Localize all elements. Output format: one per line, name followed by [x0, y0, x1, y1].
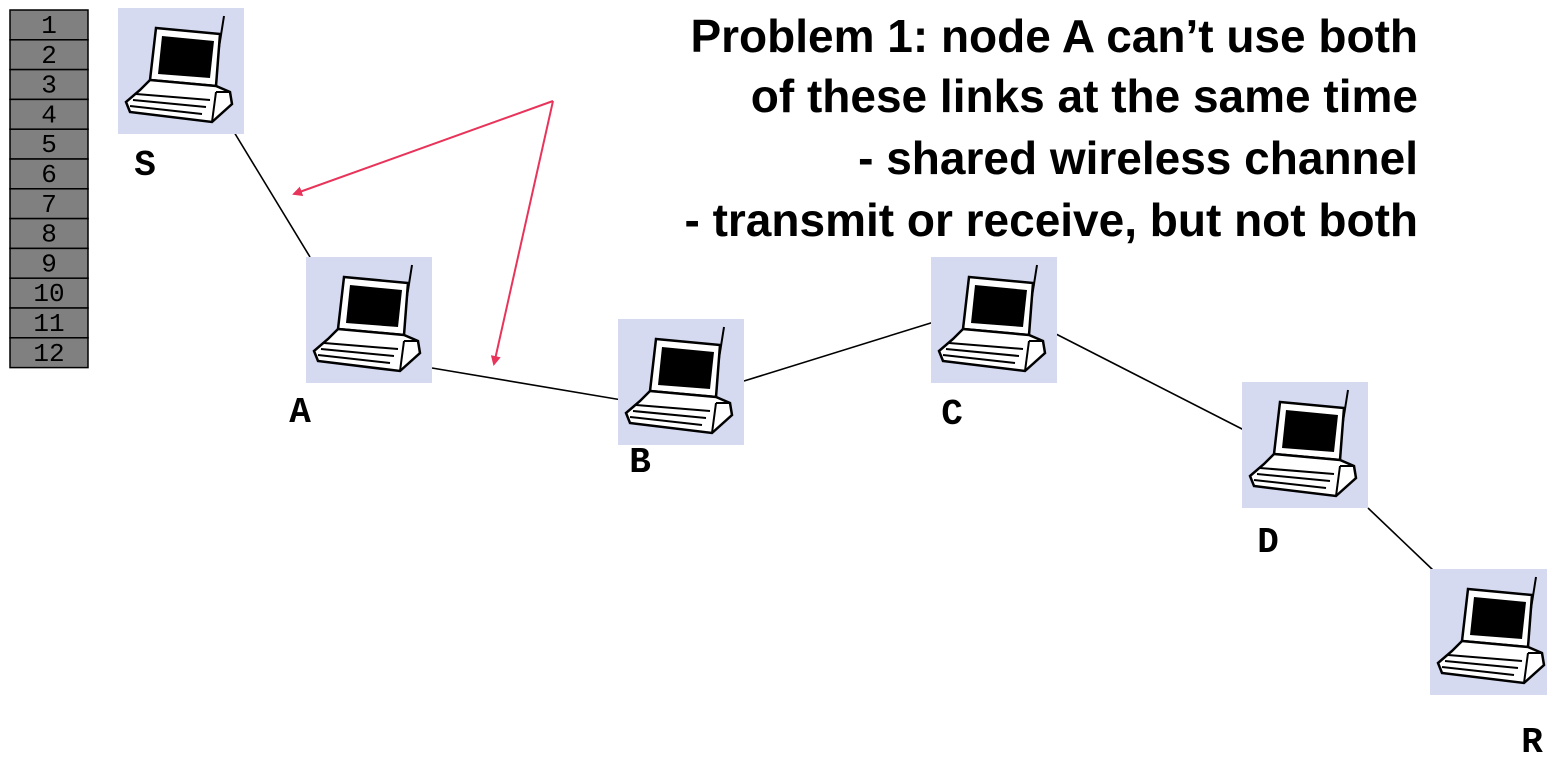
node-label-r: R — [1521, 722, 1543, 759]
problem-line-4: - transmit or receive, but not both — [684, 194, 1418, 246]
laptop-icon — [931, 257, 1057, 383]
node-r: R — [1430, 569, 1547, 759]
node-s: S — [118, 8, 244, 186]
time-slot-label: 6 — [41, 160, 57, 190]
time-slot-cell — [9, 307, 89, 339]
time-slot-label: 12 — [33, 339, 64, 369]
time-slot-cell — [9, 277, 89, 309]
laptop-icon — [1430, 569, 1547, 695]
time-slot-label: 10 — [33, 279, 64, 309]
problem-arrows — [292, 100, 554, 366]
link-d-r — [1367, 507, 1435, 572]
time-slot-label: 5 — [41, 130, 57, 160]
node-c: C — [931, 257, 1057, 435]
laptop-icon — [618, 319, 744, 445]
arrow-to-link-s-a — [292, 100, 554, 197]
time-slot-cell — [9, 9, 89, 41]
node-label-a: A — [289, 392, 311, 433]
node-label-c: C — [941, 394, 963, 435]
arrow-to-link-a-b — [490, 100, 554, 366]
laptop-icon — [118, 8, 244, 134]
time-slot-label: 8 — [41, 220, 57, 250]
time-slot-cell — [9, 337, 89, 369]
problem-line-3: - shared wireless channel — [858, 132, 1418, 184]
time-slot-cell — [9, 158, 89, 190]
node-a: A — [289, 257, 432, 433]
laptop-icon — [1242, 382, 1368, 508]
node-b: B — [618, 319, 744, 483]
problem-line-2: of these links at the same time — [751, 70, 1418, 122]
problem-statement: Problem 1: node A can’t use both of thes… — [684, 10, 1418, 246]
time-slot-label: 2 — [41, 41, 57, 71]
time-slot-cell — [9, 217, 89, 250]
link-b-c — [743, 321, 935, 382]
node-label-b: B — [629, 442, 651, 483]
problem-line-1: Problem 1: node A can’t use both — [690, 10, 1418, 62]
time-slot-label: 4 — [41, 100, 57, 130]
link-a-b — [431, 367, 623, 401]
node-d: D — [1242, 382, 1368, 563]
time-slot-label: 3 — [41, 71, 57, 101]
link-lines — [233, 131, 1435, 572]
time-slot-label: 1 — [41, 11, 57, 41]
link-c-d — [1055, 333, 1245, 431]
time-slot-cell — [9, 98, 89, 130]
laptop-icon — [306, 257, 432, 383]
node-label-d: D — [1257, 522, 1279, 563]
time-slot-label: 7 — [41, 190, 57, 220]
link-s-a — [233, 131, 311, 258]
time-slot-label: 11 — [33, 309, 64, 339]
node-group: S A B C D R — [118, 8, 1547, 759]
node-label-s: S — [134, 145, 156, 186]
time-slot-label: 9 — [41, 249, 57, 279]
